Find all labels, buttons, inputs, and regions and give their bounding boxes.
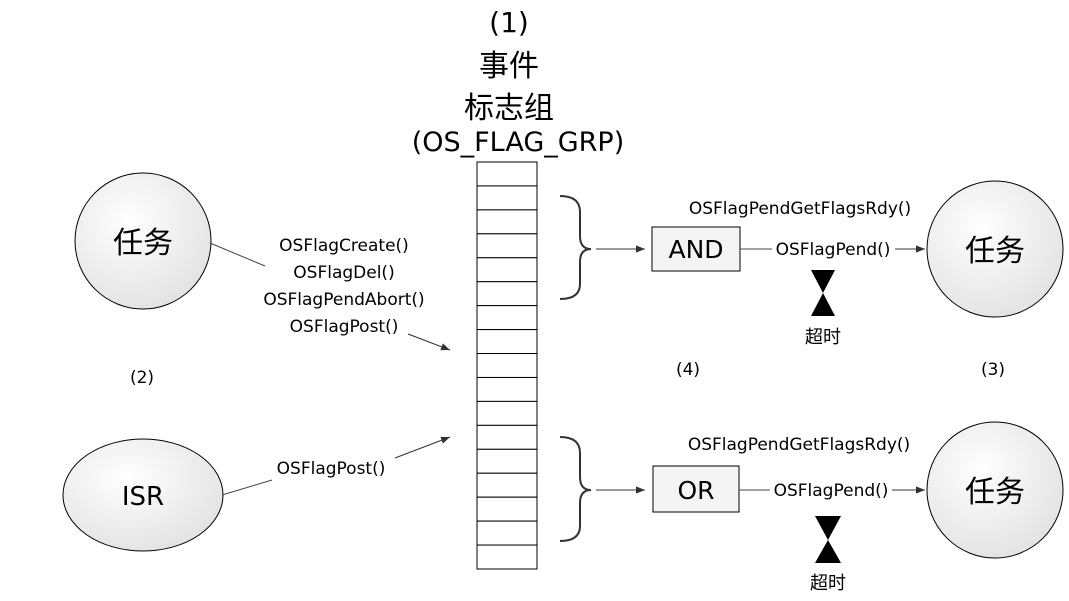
- marker-3: (3): [981, 360, 1005, 380]
- and-gate-box: [651, 226, 741, 272]
- or-gate-box: [652, 465, 740, 513]
- and-task-circle: [926, 180, 1064, 318]
- flag-slot: [476, 161, 538, 187]
- and-gate-label: AND: [668, 235, 723, 264]
- flag-slot: [476, 257, 538, 283]
- call-flag-post-task: OSFlagPost(): [290, 317, 399, 337]
- group-number: (1): [489, 6, 529, 39]
- and-timeout-label: 超时: [805, 327, 841, 348]
- flag-slot: [476, 520, 538, 546]
- and-brace: [559, 195, 592, 300]
- flag-slot: [476, 329, 538, 355]
- or-gate-label: OR: [677, 476, 714, 505]
- flag-slot: [476, 424, 538, 450]
- group-title-line3: (OS_FLAG_GRP): [412, 127, 625, 158]
- or-task-circle: [926, 421, 1064, 559]
- flag-slot: [476, 233, 538, 259]
- call-flag-pend-abort: OSFlagPendAbort(): [263, 290, 424, 310]
- flag-slot: [476, 472, 538, 498]
- call-flag-create: OSFlagCreate(): [279, 236, 409, 256]
- or-timeout-hourglass: [815, 516, 841, 563]
- flag-slot: [476, 209, 538, 235]
- marker-2: (2): [130, 368, 154, 388]
- flag-slot: [476, 496, 538, 522]
- task-connector-line: [209, 242, 266, 267]
- marker-4: (4): [676, 360, 700, 380]
- flag-slot: [476, 544, 538, 570]
- flag-slot: [476, 281, 538, 307]
- or-timeout-label: 超时: [810, 573, 846, 594]
- call-flag-del: OSFlagDel(): [293, 263, 394, 283]
- flag-slot: [476, 353, 538, 378]
- and-task-label: 任务: [965, 234, 1025, 269]
- flag-slot: [476, 185, 538, 211]
- task-post-arrow: [407, 333, 451, 351]
- isr-connector-line: [221, 479, 273, 496]
- isr-label: ISR: [122, 482, 164, 512]
- group-title-line1: 事件: [479, 49, 539, 84]
- flag-slot: [476, 448, 538, 474]
- flag-slot: [476, 400, 538, 426]
- task-left-circle: [74, 172, 212, 310]
- and-timeout-hourglass: [811, 270, 835, 316]
- flag-slot: [476, 305, 538, 331]
- or-rdy-call: OSFlagPendGetFlagsRdy(): [688, 435, 910, 455]
- call-flag-post-isr: OSFlagPost(): [277, 459, 386, 479]
- group-title-line2: 标志组: [464, 91, 554, 126]
- isr-post-arrow: [394, 436, 451, 459]
- flag-slot: [476, 376, 538, 402]
- and-pend-call: OSFlagPend(): [776, 240, 891, 260]
- or-task-label: 任务: [965, 475, 1025, 510]
- or-brace: [559, 436, 592, 542]
- or-pend-call: OSFlagPend(): [774, 481, 889, 501]
- task-left-label: 任务: [113, 226, 173, 261]
- and-rdy-call: OSFlagPendGetFlagsRdy(): [689, 199, 911, 219]
- flag-register-column: [476, 161, 538, 570]
